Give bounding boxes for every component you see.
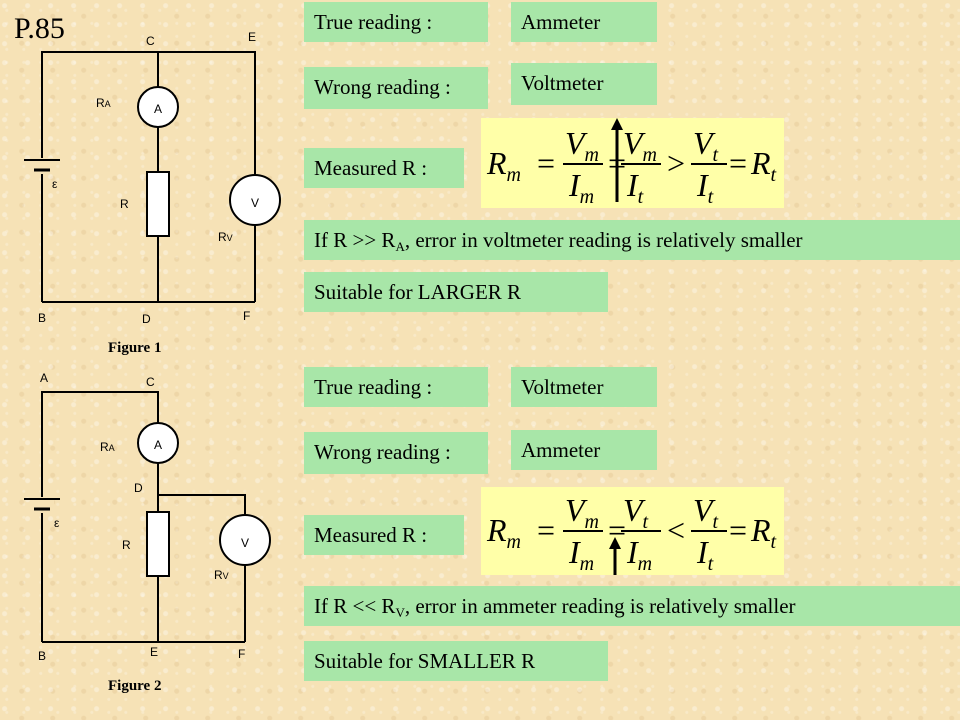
figure-caption: Figure 2 — [108, 678, 161, 694]
formula-num-3: Vt — [693, 492, 719, 533]
node-b-label: B — [38, 311, 46, 325]
r-label: R — [122, 538, 131, 552]
true-reading-label: True reading : — [304, 367, 488, 407]
rv-label: RV — [218, 230, 233, 244]
measured-r-formula: Rm = Vm Im = Vm It > Vt It = Rt — [481, 118, 784, 208]
node-e-label: E — [248, 30, 256, 44]
formula-equals: = — [729, 512, 747, 548]
ammeter-symbol — [137, 422, 179, 464]
suitable-text: Suitable for SMALLER R — [304, 641, 608, 681]
node-b-label: B — [38, 649, 46, 663]
resistor-symbol — [146, 511, 170, 577]
formula-num-2: Vm — [623, 125, 657, 166]
rv-label: RV — [214, 568, 229, 582]
node-f-label: F — [243, 309, 250, 323]
voltmeter-letter: V — [251, 196, 259, 210]
ra-label: RA — [96, 96, 111, 110]
formula-den-3: It — [696, 167, 714, 208]
node-e-label: E — [150, 645, 158, 659]
measured-r-formula: Rm = Vm Im = Vt Im < Vt It = Rt — [481, 487, 784, 575]
emf-label: ε — [54, 516, 60, 530]
measured-r-label: Measured R : — [304, 515, 464, 555]
formula-lhs: Rm — [486, 145, 521, 186]
resistor-symbol — [146, 171, 170, 237]
node-c-label: C — [146, 34, 155, 48]
true-reading-value: Ammeter — [511, 2, 657, 42]
formula-relation: > — [667, 145, 685, 181]
formula-rhs: Rt — [750, 145, 777, 186]
node-a-label: A — [40, 371, 48, 385]
circuit-figure-2: A V A C D B E F RA R ε RV Figure 2 — [24, 371, 271, 694]
node-c-label: C — [146, 375, 155, 389]
ammeter-symbol — [137, 86, 179, 128]
wrong-reading-label: Wrong reading : — [304, 432, 488, 474]
voltmeter-symbol — [229, 174, 281, 226]
formula-den-1: Im — [568, 167, 594, 208]
condition-text: If R << RV, error in ammeter reading is … — [304, 586, 960, 626]
circuit-figure-1: A V C E B D F RA R ε RV Figure 1 — [24, 30, 281, 356]
ra-label: RA — [100, 440, 115, 454]
formula-num-1: Vm — [565, 125, 599, 166]
ammeter-letter: A — [154, 438, 162, 452]
formula-rhs: Rt — [750, 512, 777, 553]
formula-num-3: Vt — [693, 125, 719, 166]
node-d-label: D — [134, 481, 143, 495]
wrong-reading-value: Voltmeter — [511, 63, 657, 105]
voltmeter-symbol — [219, 514, 271, 566]
formula-den-3: It — [696, 534, 714, 575]
voltmeter-letter: V — [241, 536, 249, 550]
formula-num-1: Vm — [565, 492, 599, 533]
formula-equals: = — [537, 512, 555, 548]
formula-num-2: Vt — [623, 492, 649, 533]
formula-lhs: Rm — [486, 512, 521, 553]
condition-text: If R >> RA, error in voltmeter reading i… — [304, 220, 960, 260]
formula-den-2: Im — [626, 534, 652, 575]
formula-equals: = — [729, 145, 747, 181]
true-reading-label: True reading : — [304, 2, 488, 42]
formula-equals: = — [608, 512, 626, 548]
formula-den-2: It — [626, 167, 644, 208]
formula-den-1: Im — [568, 534, 594, 575]
page-label: P.85 — [14, 12, 65, 45]
ammeter-letter: A — [154, 102, 162, 116]
figure-caption: Figure 1 — [108, 340, 161, 356]
emf-label: ε — [52, 177, 58, 191]
true-reading-value: Voltmeter — [511, 367, 657, 407]
measured-r-label: Measured R : — [304, 148, 464, 188]
r-label: R — [120, 197, 129, 211]
node-d-label: D — [142, 312, 151, 326]
node-f-label: F — [238, 647, 245, 661]
suitable-text: Suitable for LARGER R — [304, 272, 608, 312]
wrong-reading-value: Ammeter — [511, 430, 657, 470]
formula-equals: = — [537, 145, 555, 181]
formula-relation: < — [667, 512, 685, 548]
wrong-reading-label: Wrong reading : — [304, 67, 488, 109]
